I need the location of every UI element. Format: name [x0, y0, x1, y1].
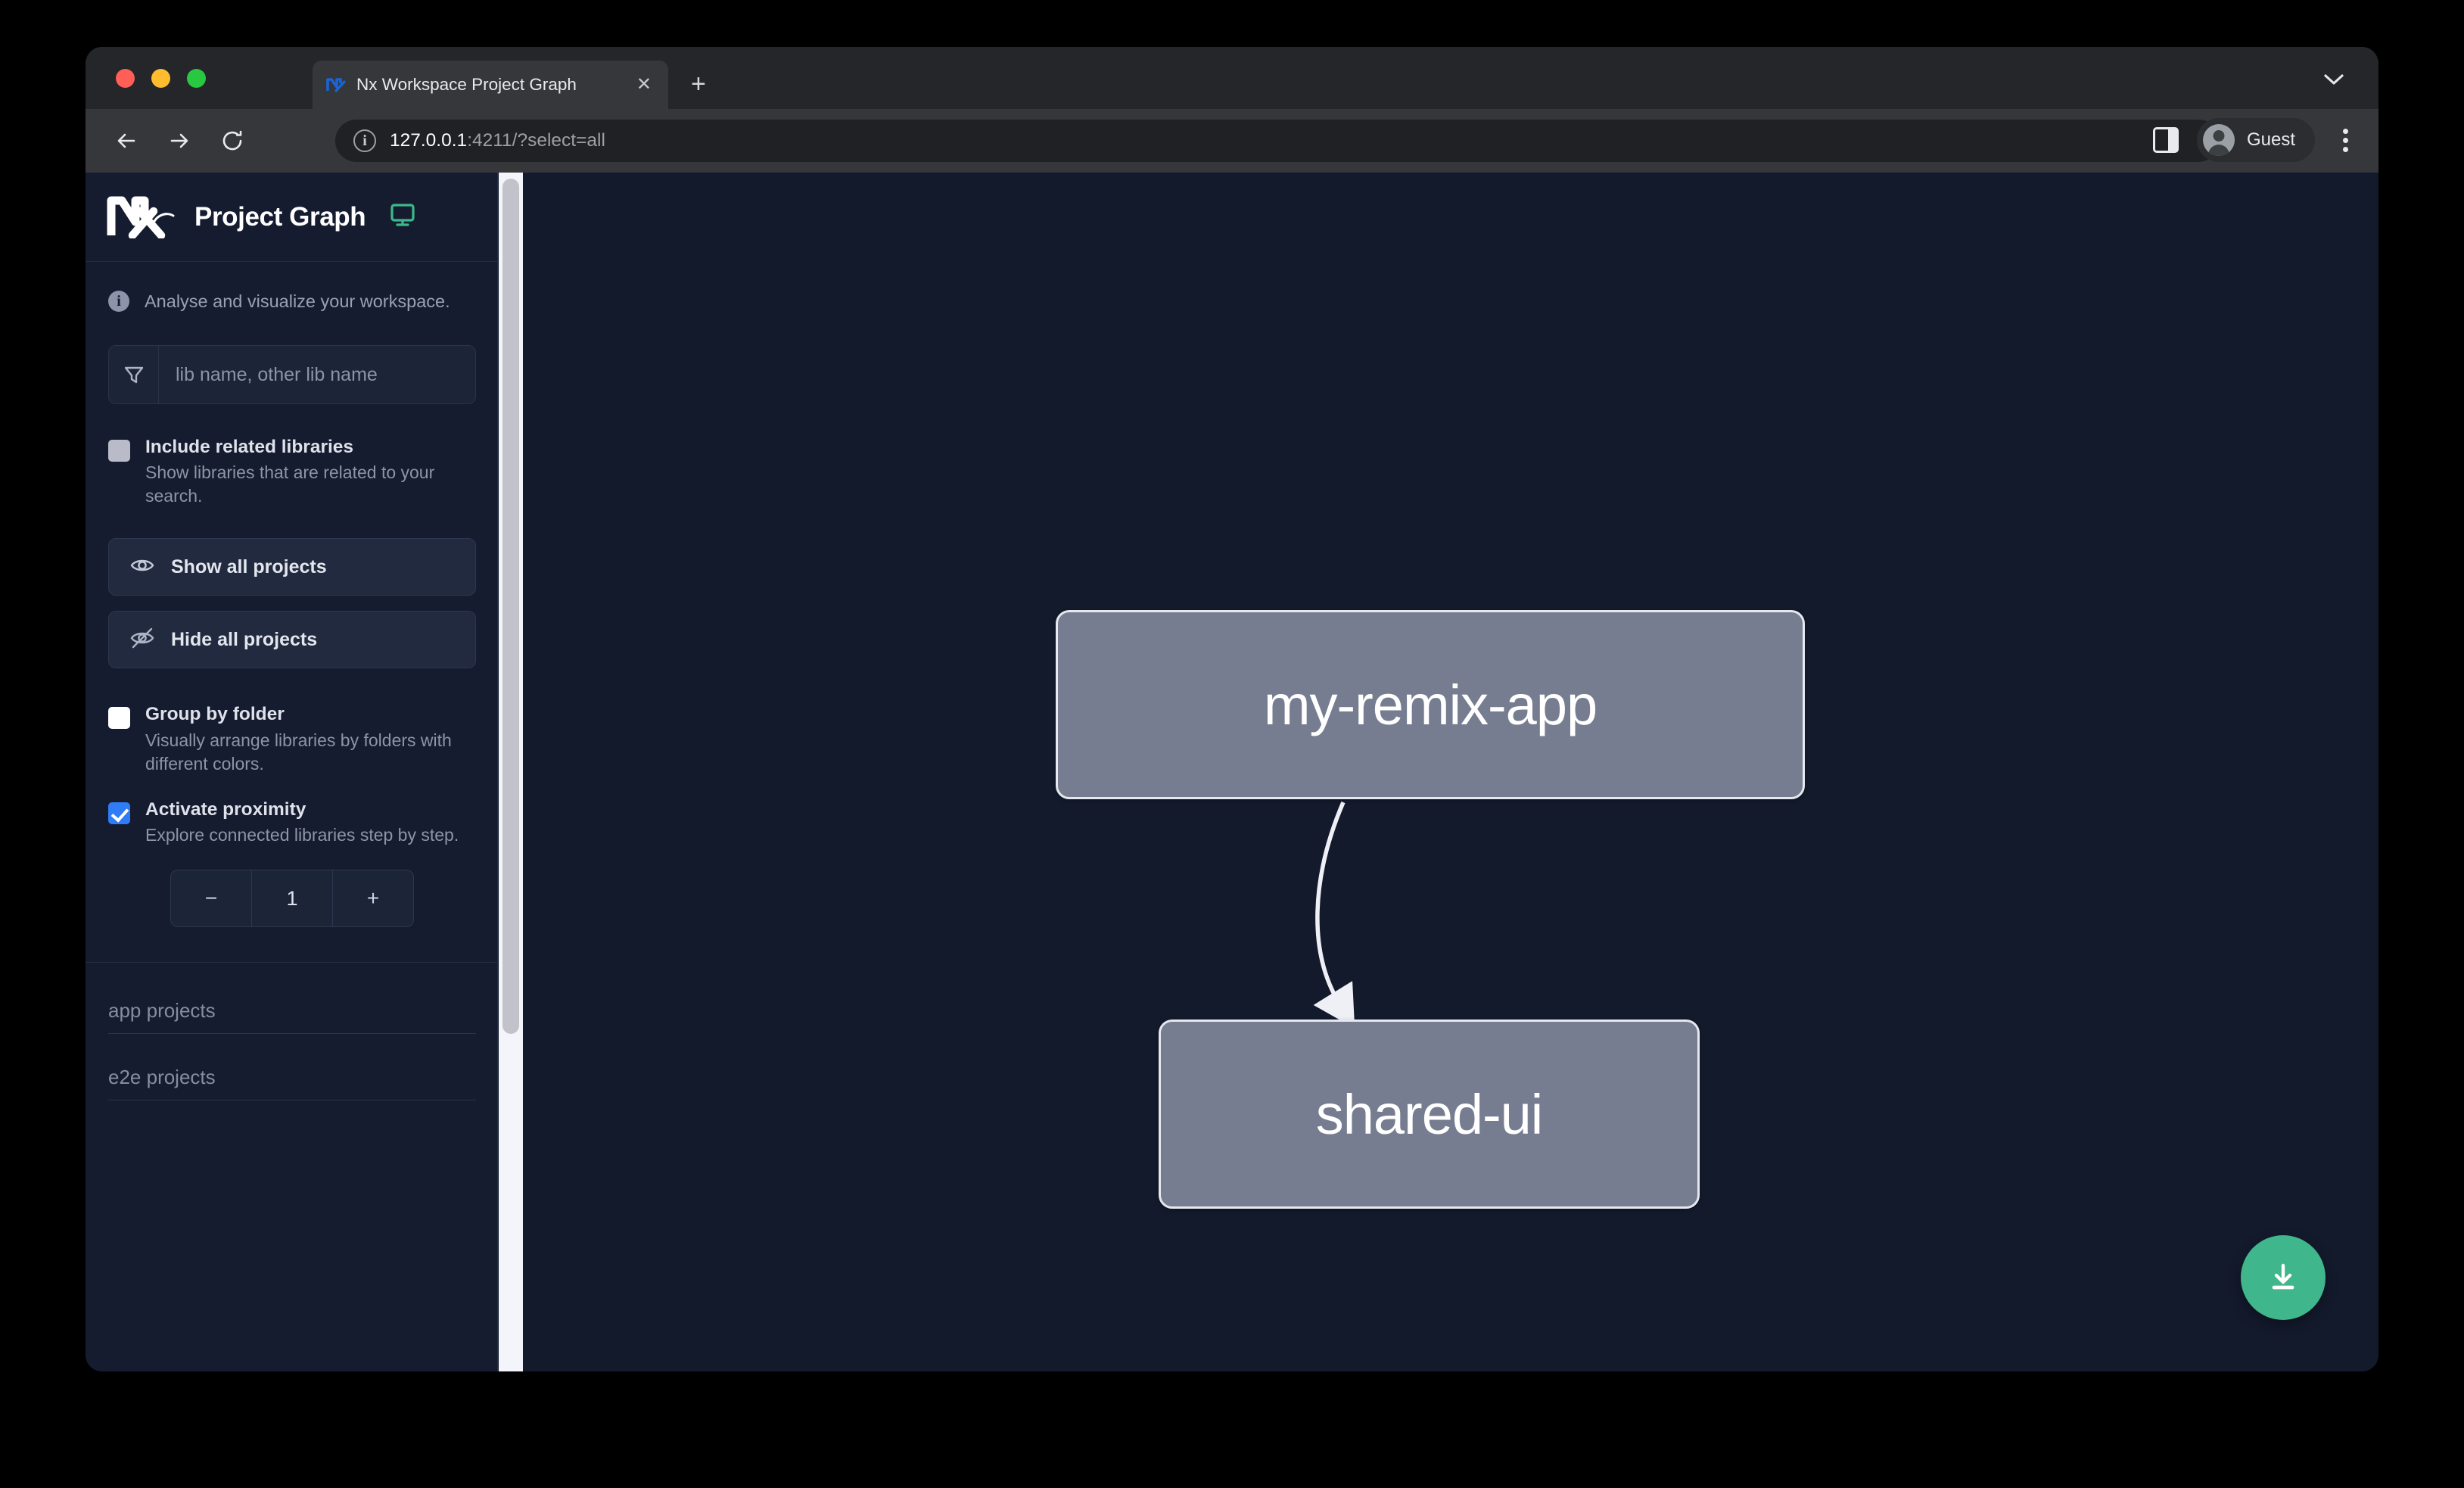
option-activate-proximity[interactable]: Activate proximity Explore connected lib… [108, 798, 476, 847]
checkbox-include-related-libraries[interactable] [108, 440, 130, 462]
option-group-by-folder[interactable]: Group by folder Visually arrange librari… [108, 703, 476, 775]
search-input-placeholder: lib name, other lib name [176, 363, 378, 385]
checkbox-group-by-folder[interactable] [108, 707, 130, 730]
download-graph-button[interactable] [2241, 1235, 2326, 1320]
page-title: Project Graph [194, 201, 366, 232]
option-label: Include related libraries [145, 437, 354, 457]
option-label: Group by folder [145, 704, 285, 725]
close-tab-icon[interactable]: ✕ [636, 74, 652, 95]
toolbar-right-group: Guest [2152, 118, 2362, 162]
option-description: Visually arrange libraries by folders wi… [145, 730, 452, 774]
eye-icon [130, 553, 154, 581]
graph-node-label: shared-ui [1315, 1082, 1544, 1146]
window-traffic-lights [116, 69, 206, 88]
back-button[interactable] [105, 120, 148, 162]
sidebar-scrollbar[interactable] [499, 173, 523, 1371]
section-title: e2e projects [108, 1066, 476, 1101]
monitor-icon[interactable] [390, 202, 415, 232]
browser-tab-title: Nx Workspace Project Graph [356, 75, 577, 94]
nx-logo [107, 196, 176, 239]
option-label: Activate proximity [145, 798, 306, 820]
address-bar[interactable]: i 127.0.0.1:4211/?select=all [335, 120, 2220, 162]
nx-favicon-icon [326, 75, 346, 95]
close-window-button[interactable] [116, 69, 135, 88]
info-icon: i [108, 291, 129, 312]
workspace-info-text: Analyse and visualize your workspace. [145, 291, 450, 311]
browser-tab-strip: Nx Workspace Project Graph ✕ + [86, 47, 2378, 109]
sidebar-header: Project Graph [86, 173, 497, 262]
option-include-related-libraries[interactable]: Include related libraries Show libraries… [108, 436, 476, 508]
graph-node-my-remix-app[interactable]: my-remix-app [1056, 610, 1805, 799]
hide-all-projects-button[interactable]: Hide all projects [108, 611, 476, 669]
proximity-stepper[interactable]: − 1 + [170, 870, 414, 928]
chevron-down-icon[interactable] [2324, 70, 2344, 90]
profile-name: Guest [2246, 129, 2295, 150]
hide-all-projects-label: Hide all projects [171, 628, 318, 650]
browser-window: Nx Workspace Project Graph ✕ + [86, 47, 2378, 1371]
url-host: 127.0.0.1 [390, 130, 468, 151]
minimize-window-button[interactable] [151, 69, 170, 88]
page-content: Project Graph i Analyse and visualize yo… [86, 173, 2378, 1371]
address-bar-url: 127.0.0.1:4211/?select=all [390, 130, 605, 151]
forward-button[interactable] [158, 120, 201, 162]
maximize-window-button[interactable] [187, 69, 206, 88]
three-dot-menu-icon[interactable] [2329, 119, 2362, 161]
search-input[interactable]: lib name, other lib name [108, 345, 476, 404]
stepper-increment-button[interactable]: + [332, 870, 413, 927]
section-e2e-projects[interactable]: e2e projects [108, 1034, 476, 1101]
new-tab-button[interactable]: + [691, 70, 706, 98]
stepper-value: 1 [251, 870, 332, 927]
graph-node-label: my-remix-app [1263, 673, 1598, 736]
section-app-projects[interactable]: app projects [108, 963, 476, 1035]
graph-edge-my-remix-app-to-shared-ui [1313, 801, 1355, 1029]
sidebar-divider [86, 962, 497, 963]
option-description: Show libraries that are related to your … [145, 462, 435, 506]
section-title: app projects [108, 999, 476, 1035]
download-icon [2264, 1257, 2302, 1299]
funnel-filter-icon [109, 346, 159, 403]
checkbox-activate-proximity[interactable] [108, 802, 130, 824]
browser-toolbar: i 127.0.0.1:4211/?select=all Guest [86, 109, 2378, 173]
browser-tab[interactable]: Nx Workspace Project Graph ✕ [313, 61, 668, 109]
graph-node-shared-ui[interactable]: shared-ui [1159, 1019, 1700, 1209]
project-graph-canvas[interactable]: my-remix-app shared-ui [498, 173, 2378, 1371]
sidebar: Project Graph i Analyse and visualize yo… [86, 173, 523, 1371]
sidebar-scrollbar-thumb[interactable] [502, 179, 519, 1034]
eye-off-icon [130, 626, 154, 654]
url-path: :4211/?select=all [467, 130, 605, 151]
show-all-projects-label: Show all projects [171, 556, 327, 577]
reload-button[interactable] [211, 120, 254, 162]
show-all-projects-button[interactable]: Show all projects [108, 538, 476, 596]
side-panel-icon[interactable] [2152, 127, 2179, 153]
avatar [2202, 124, 2235, 156]
info-circle-icon[interactable]: i [353, 129, 376, 152]
option-description: Explore connected libraries step by step… [145, 825, 459, 845]
profile-button[interactable]: Guest [2196, 118, 2315, 162]
stepper-decrement-button[interactable]: − [204, 886, 218, 911]
workspace-info: i Analyse and visualize your workspace. [86, 262, 497, 312]
